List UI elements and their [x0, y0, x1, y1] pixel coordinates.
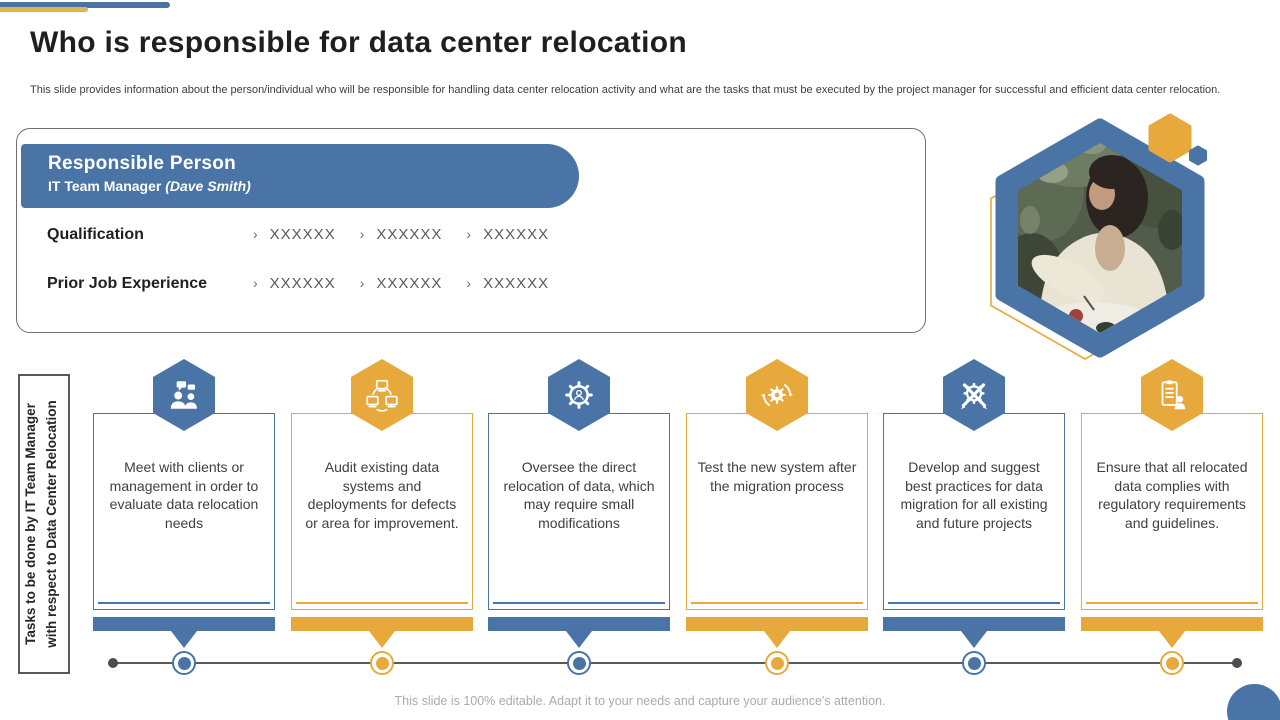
small-blue-hexagon: [1189, 145, 1207, 166]
chevron-icon: ›: [253, 226, 258, 242]
task-text: Ensure that all relocated data complies …: [1096, 459, 1248, 531]
experience-item: XXXXXX: [376, 275, 443, 292]
task-card-2: Audit existing data systems and deployme…: [291, 359, 473, 669]
task-text: Audit existing data systems and deployme…: [305, 459, 459, 531]
side-label-line1: Tasks to be done by IT Team Manager: [23, 403, 38, 645]
task-card-body: Ensure that all relocated data complies …: [1081, 413, 1263, 610]
card-rule: [1086, 602, 1258, 604]
task-card-body: Test the new system after the migration …: [686, 413, 868, 610]
card-bar: [291, 617, 473, 631]
slide-subtitle: This slide provides information about th…: [30, 84, 1221, 96]
role-text: IT Team Manager: [48, 178, 162, 194]
task-text: Test the new system after the migration …: [697, 459, 857, 494]
qualification-item: XXXXXX: [376, 226, 443, 243]
experience-items: › XXXXXX › XXXXXX › XXXXXX: [253, 275, 549, 292]
task-card-body: Develop and suggest best practices for d…: [883, 413, 1065, 610]
tasks-side-label: Tasks to be done by IT Team Manager with…: [21, 378, 67, 670]
task-card-body: Oversee the direct relocation of data, w…: [488, 413, 670, 610]
timeline-marker-2: [370, 651, 394, 675]
chevron-icon: ›: [359, 275, 365, 291]
timeline-end-dot-right: [1232, 658, 1242, 668]
task-card-body: Meet with clients or management in order…: [93, 413, 275, 610]
qualification-row: Qualification › XXXXXX › XXXXXX › XXXXXX: [47, 226, 549, 244]
card-rule: [691, 602, 863, 604]
card-rule: [888, 602, 1060, 604]
card-pointer: [369, 631, 395, 648]
card-bar: [686, 617, 868, 631]
card-bar: [488, 617, 670, 631]
page-title: Who is responsible for data center reloc…: [30, 26, 687, 59]
task-text: Meet with clients or management in order…: [109, 459, 259, 531]
qualification-item: XXXXXX: [483, 226, 550, 243]
card-bar: [1081, 617, 1263, 631]
card-pointer: [566, 631, 592, 648]
timeline-marker-5: [962, 651, 986, 675]
task-card-body: Audit existing data systems and deployme…: [291, 413, 473, 610]
responsible-person-banner: Responsible Person IT Team Manager (Dave…: [21, 144, 579, 208]
qualification-item: XXXXXX: [269, 226, 336, 243]
responsible-person-box: Responsible Person IT Team Manager (Dave…: [16, 128, 926, 333]
qualification-label: Qualification: [47, 226, 144, 243]
task-text: Develop and suggest best practices for d…: [900, 459, 1048, 531]
small-yellow-hexagon: [1148, 113, 1192, 163]
network-icon: [351, 359, 413, 431]
task-card-4: Test the new system after the migration …: [686, 359, 868, 669]
accent-bar-yellow: [0, 7, 88, 12]
task-card-6: Ensure that all relocated data complies …: [1081, 359, 1263, 669]
card-bar: [883, 617, 1065, 631]
side-label-line2: with respect to Data Center Relocation: [43, 400, 59, 648]
task-card-3: Oversee the direct relocation of data, w…: [488, 359, 670, 669]
timeline-marker-6: [1160, 651, 1184, 675]
task-text: Oversee the direct relocation of data, w…: [503, 459, 655, 531]
person-photo-hexagon: [990, 113, 1207, 360]
chevron-icon: ›: [253, 275, 258, 291]
timeline-marker-4: [765, 651, 789, 675]
card-pointer: [171, 631, 197, 648]
timeline-line: [113, 662, 1237, 664]
footer-note: This slide is 100% editable. Adapt it to…: [394, 694, 886, 708]
task-card-5: Develop and suggest best practices for d…: [883, 359, 1065, 669]
experience-item: XXXXXX: [483, 275, 550, 292]
card-rule: [296, 602, 468, 604]
chevron-icon: ›: [466, 275, 472, 291]
card-rule: [493, 602, 665, 604]
card-pointer: [961, 631, 987, 648]
timeline-marker-1: [172, 651, 196, 675]
accent-bar-blue: [0, 2, 170, 8]
task-card-1: Meet with clients or management in order…: [93, 359, 275, 669]
chevron-icon: ›: [466, 226, 472, 242]
card-pointer: [764, 631, 790, 648]
banner-role: IT Team Manager (Dave Smith): [48, 178, 579, 194]
corner-circle-decoration: [1227, 684, 1280, 720]
experience-row: Prior Job Experience › XXXXXX › XXXXXX › XX…: [47, 275, 549, 293]
chevron-icon: ›: [359, 226, 365, 242]
timeline-marker-3: [567, 651, 591, 675]
experience-label: Prior Job Experience: [47, 275, 208, 292]
timeline-end-dot-left: [108, 658, 118, 668]
compliance-icon: [1141, 359, 1203, 431]
experience-item: XXXXXX: [269, 275, 336, 292]
tasks-side-label-box: Tasks to be done by IT Team Manager with…: [18, 374, 70, 674]
card-rule: [98, 602, 270, 604]
role-person-name: (Dave Smith): [165, 178, 251, 194]
qualification-items: › XXXXXX › XXXXXX › XXXXXX: [253, 226, 549, 243]
banner-title: Responsible Person: [48, 153, 237, 174]
card-bar: [93, 617, 275, 631]
card-pointer: [1159, 631, 1185, 648]
